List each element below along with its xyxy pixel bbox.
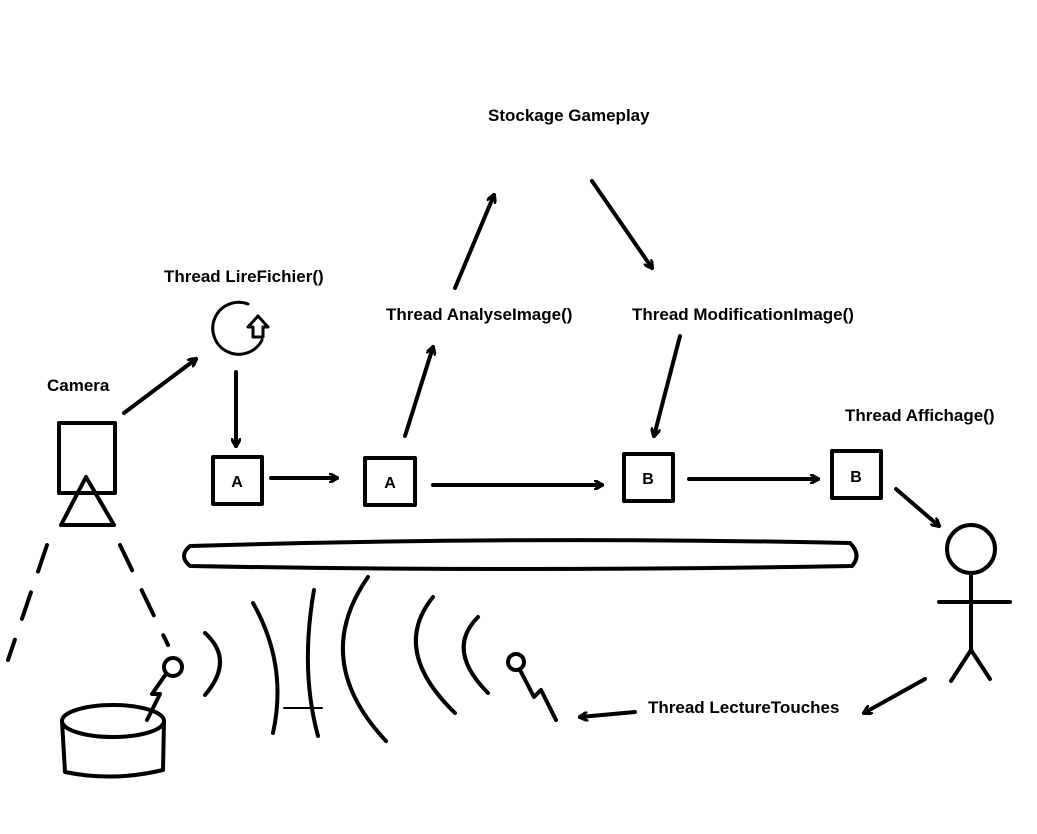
signal-waves <box>203 575 490 743</box>
storage-icon <box>60 703 166 779</box>
label-thread-modificationimage: Thread ModificationImage() <box>632 305 854 324</box>
buffer-pipe <box>182 538 859 571</box>
arrow-box4-to-user <box>894 487 939 526</box>
arrow-modification-to-box3 <box>654 334 682 436</box>
arrow-camera-to-lirefichier <box>122 359 196 415</box>
arrow-analyse-to-stockage <box>453 195 494 290</box>
label-camera: Camera <box>47 376 110 395</box>
box1-label: A <box>231 474 243 491</box>
arrow-stockage-to-modification <box>590 179 652 268</box>
box2-label: A <box>384 475 396 492</box>
antenna-icon-right <box>506 652 558 722</box>
label-thread-affichage: Thread Affichage() <box>845 406 995 425</box>
arrow-user-to-lecturetouches <box>864 677 927 715</box>
label-thread-lecturetouches: Thread LectureTouches <box>648 698 840 717</box>
box4-label: B <box>850 469 862 486</box>
user-icon <box>937 523 1012 683</box>
buffer-box-3: B <box>622 452 675 503</box>
label-thread-analyseimage: Thread AnalyseImage() <box>386 305 573 324</box>
buffer-box-1: A <box>211 455 264 506</box>
label-stockage-gameplay: Stockage Gameplay <box>488 106 650 125</box>
antenna-icon-left <box>145 656 184 722</box>
box3-label: B <box>642 471 654 488</box>
loop-icon <box>211 300 270 356</box>
arrow-box2-to-analyse <box>403 347 433 438</box>
buffer-box-2: A <box>363 456 417 507</box>
camera-view-dashes <box>6 543 170 662</box>
label-thread-lirefichier: Thread LireFichier() <box>164 267 324 286</box>
arrow-lecturetouches-to-signal <box>580 710 637 717</box>
buffer-box-4: B <box>830 449 883 500</box>
camera-icon <box>57 421 117 527</box>
